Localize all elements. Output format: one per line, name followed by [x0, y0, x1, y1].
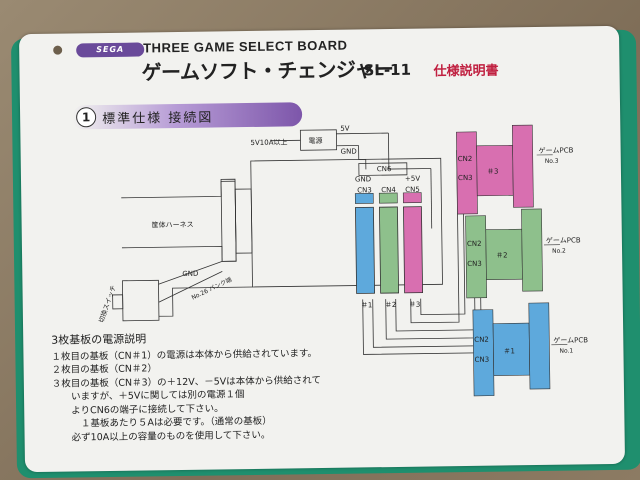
pcb3-name: ゲームPCB — [539, 145, 574, 154]
pcb1-no: No.1 — [559, 348, 573, 355]
power-box-label: 電源 — [308, 136, 322, 145]
pcb1-name: ゲームPCB — [553, 335, 588, 344]
v5-label: 5V — [340, 125, 350, 133]
wiring-diagram: 5V10A以上 電源 5V GND CN6 GND +5V CN3 CN4 CN… — [96, 124, 588, 397]
pcb2-cn2: CN2 — [467, 240, 482, 248]
gnd-label: GND — [341, 148, 357, 156]
slot-cn4-green — [379, 206, 400, 294]
port-label-1: ＃1 — [361, 301, 373, 309]
switch-box — [122, 279, 160, 322]
cn6-connector — [358, 162, 408, 176]
pcb2-name: ゲームPCB — [546, 235, 581, 244]
gnd-small-label: GND — [355, 175, 371, 183]
pcb1-slot: ＃1 — [503, 347, 515, 355]
pcb3-no: No.3 — [545, 158, 559, 165]
connector-label: No.26 バンク端 — [190, 275, 233, 301]
power-notes: 3枚基板の電源説明 １枚目の基板（CN＃1）の電源は本体から供給されています。 … — [51, 330, 322, 445]
instruction-card: SEGA THREE GAME SELECT BOARD ゲームソフト・チェンジ… — [18, 25, 626, 473]
switch-label: 切換スイッチ — [96, 284, 117, 324]
port-label-2: ＃2 — [385, 301, 397, 309]
port-label-3: ＃3 — [409, 301, 421, 309]
pcb2-cn3: CN3 — [467, 260, 482, 268]
power-input-label: 5V10A以上 — [250, 137, 287, 147]
cn5-label: CN5 — [405, 186, 420, 194]
pcb-1 — [472, 302, 551, 397]
pcb3-slot: ＃3 — [487, 168, 499, 176]
pcb2-slot: ＃2 — [496, 251, 508, 259]
cn6-label: CN6 — [377, 165, 392, 173]
slot-cn5-pink — [403, 206, 424, 294]
cn3-label: CN3 — [357, 186, 372, 194]
pcb3-cn2: CN2 — [458, 155, 473, 163]
pcb-3 — [456, 124, 534, 215]
notes-heading: 3枚基板の電源説明 — [51, 332, 147, 347]
slot-cn3-blue — [355, 206, 376, 294]
harness-label: 筐体ハーネス — [152, 220, 194, 230]
pcb1-cn2: CN2 — [474, 336, 489, 344]
pcb3-cn3: CN3 — [458, 174, 473, 182]
ground-label: GND — [182, 270, 198, 278]
cn4-label: CN4 — [381, 186, 396, 194]
pcb-2 — [465, 208, 543, 299]
v5-small-label: +5V — [405, 175, 420, 183]
pcb1-cn3: CN3 — [475, 356, 490, 364]
pcb2-no: No.2 — [552, 248, 566, 255]
